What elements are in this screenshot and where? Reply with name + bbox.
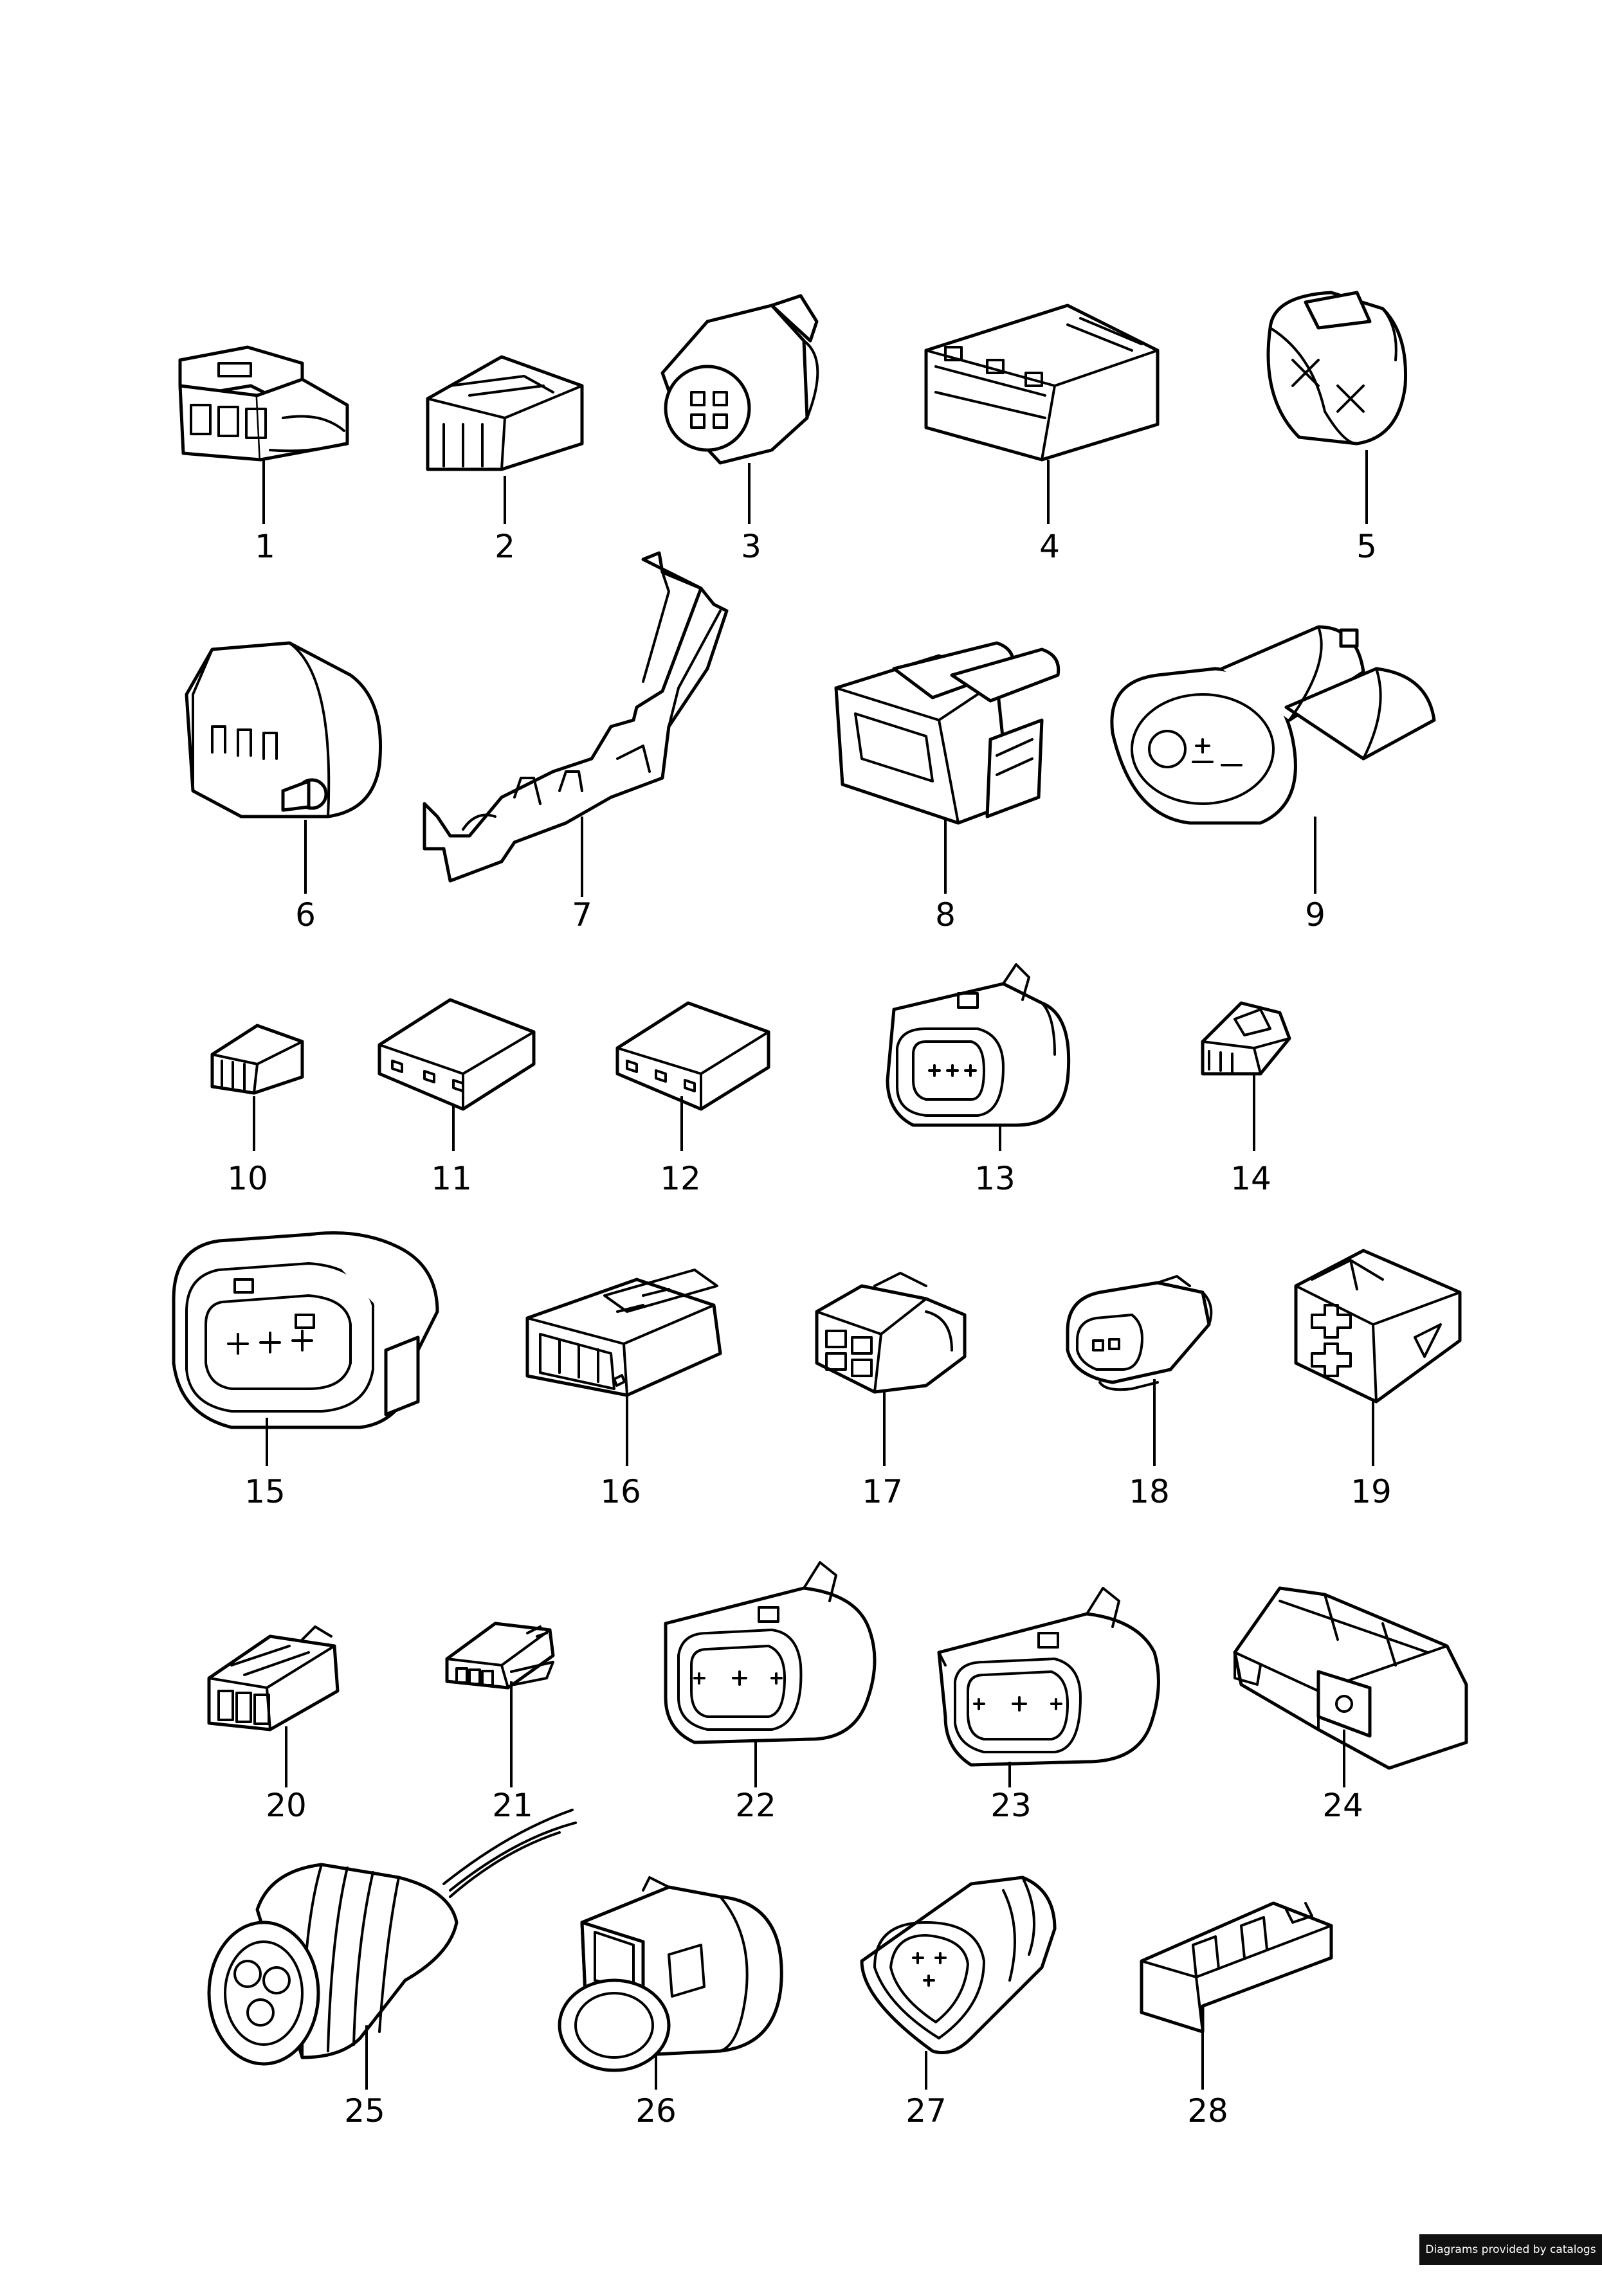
part-7 (423, 551, 729, 897)
part-27 (860, 1876, 1057, 2090)
part-27-label: 27 (906, 2092, 947, 2129)
part-1 (178, 345, 349, 524)
part-22 (664, 1561, 877, 1787)
part-23 (937, 1587, 1160, 1787)
credit-badge: Diagrams provided by catalogs parts (1419, 2234, 1602, 2287)
part-14 (1201, 1001, 1291, 1151)
part-9 (1110, 625, 1436, 894)
part-1-label: 1 (255, 528, 275, 565)
part-4 (924, 303, 1160, 524)
part-9-label: 9 (1305, 896, 1325, 934)
part-28-label: 28 (1187, 2092, 1228, 2129)
part-18-label: 18 (1129, 1473, 1170, 1510)
part-8 (834, 641, 1060, 894)
part-2-label: 2 (495, 528, 515, 565)
part-4-label: 4 (1039, 528, 1060, 565)
part-3 (660, 294, 819, 524)
part-16-label: 16 (600, 1473, 641, 1510)
part-22-label: 22 (735, 1787, 776, 1824)
part-20 (207, 1625, 340, 1787)
part-13 (886, 963, 1071, 1151)
part-14-label: 14 (1230, 1160, 1271, 1197)
part-26-label: 26 (635, 2092, 677, 2129)
part-25-label: 25 (344, 2092, 385, 2129)
part-17 (815, 1272, 967, 1466)
part-16 (525, 1269, 722, 1466)
part-5-label: 5 (1356, 528, 1377, 565)
part-13-label: 13 (974, 1160, 1015, 1197)
part-24 (1233, 1586, 1468, 1787)
part-3-label: 3 (741, 528, 761, 565)
part-23-label: 23 (990, 1787, 1032, 1824)
part-28 (1140, 1901, 1333, 2090)
part-15 (172, 1231, 439, 1466)
part-12-label: 12 (660, 1160, 701, 1197)
part-2 (426, 355, 584, 524)
part-18 (1066, 1275, 1213, 1466)
part-19 (1294, 1249, 1462, 1466)
part-24-label: 24 (1322, 1787, 1363, 1824)
part-21 (445, 1622, 555, 1787)
part-17-label: 17 (862, 1473, 903, 1510)
part-20-label: 20 (266, 1787, 307, 1824)
part-19-label: 19 (1351, 1473, 1392, 1510)
part-7-label: 7 (572, 896, 592, 934)
part-15-label: 15 (244, 1473, 286, 1510)
part-8-label: 8 (935, 896, 956, 934)
part-26 (558, 1876, 783, 2090)
part-5 (1266, 291, 1408, 524)
part-12 (615, 1001, 770, 1151)
part-11-label: 11 (431, 1160, 472, 1197)
part-25 (207, 1809, 577, 2090)
part-6 (185, 641, 383, 894)
part-11 (378, 998, 536, 1151)
part-10-label: 10 (227, 1160, 268, 1197)
part-6-label: 6 (295, 896, 316, 934)
part-21-label: 21 (492, 1787, 533, 1824)
part-10 (210, 1024, 304, 1151)
